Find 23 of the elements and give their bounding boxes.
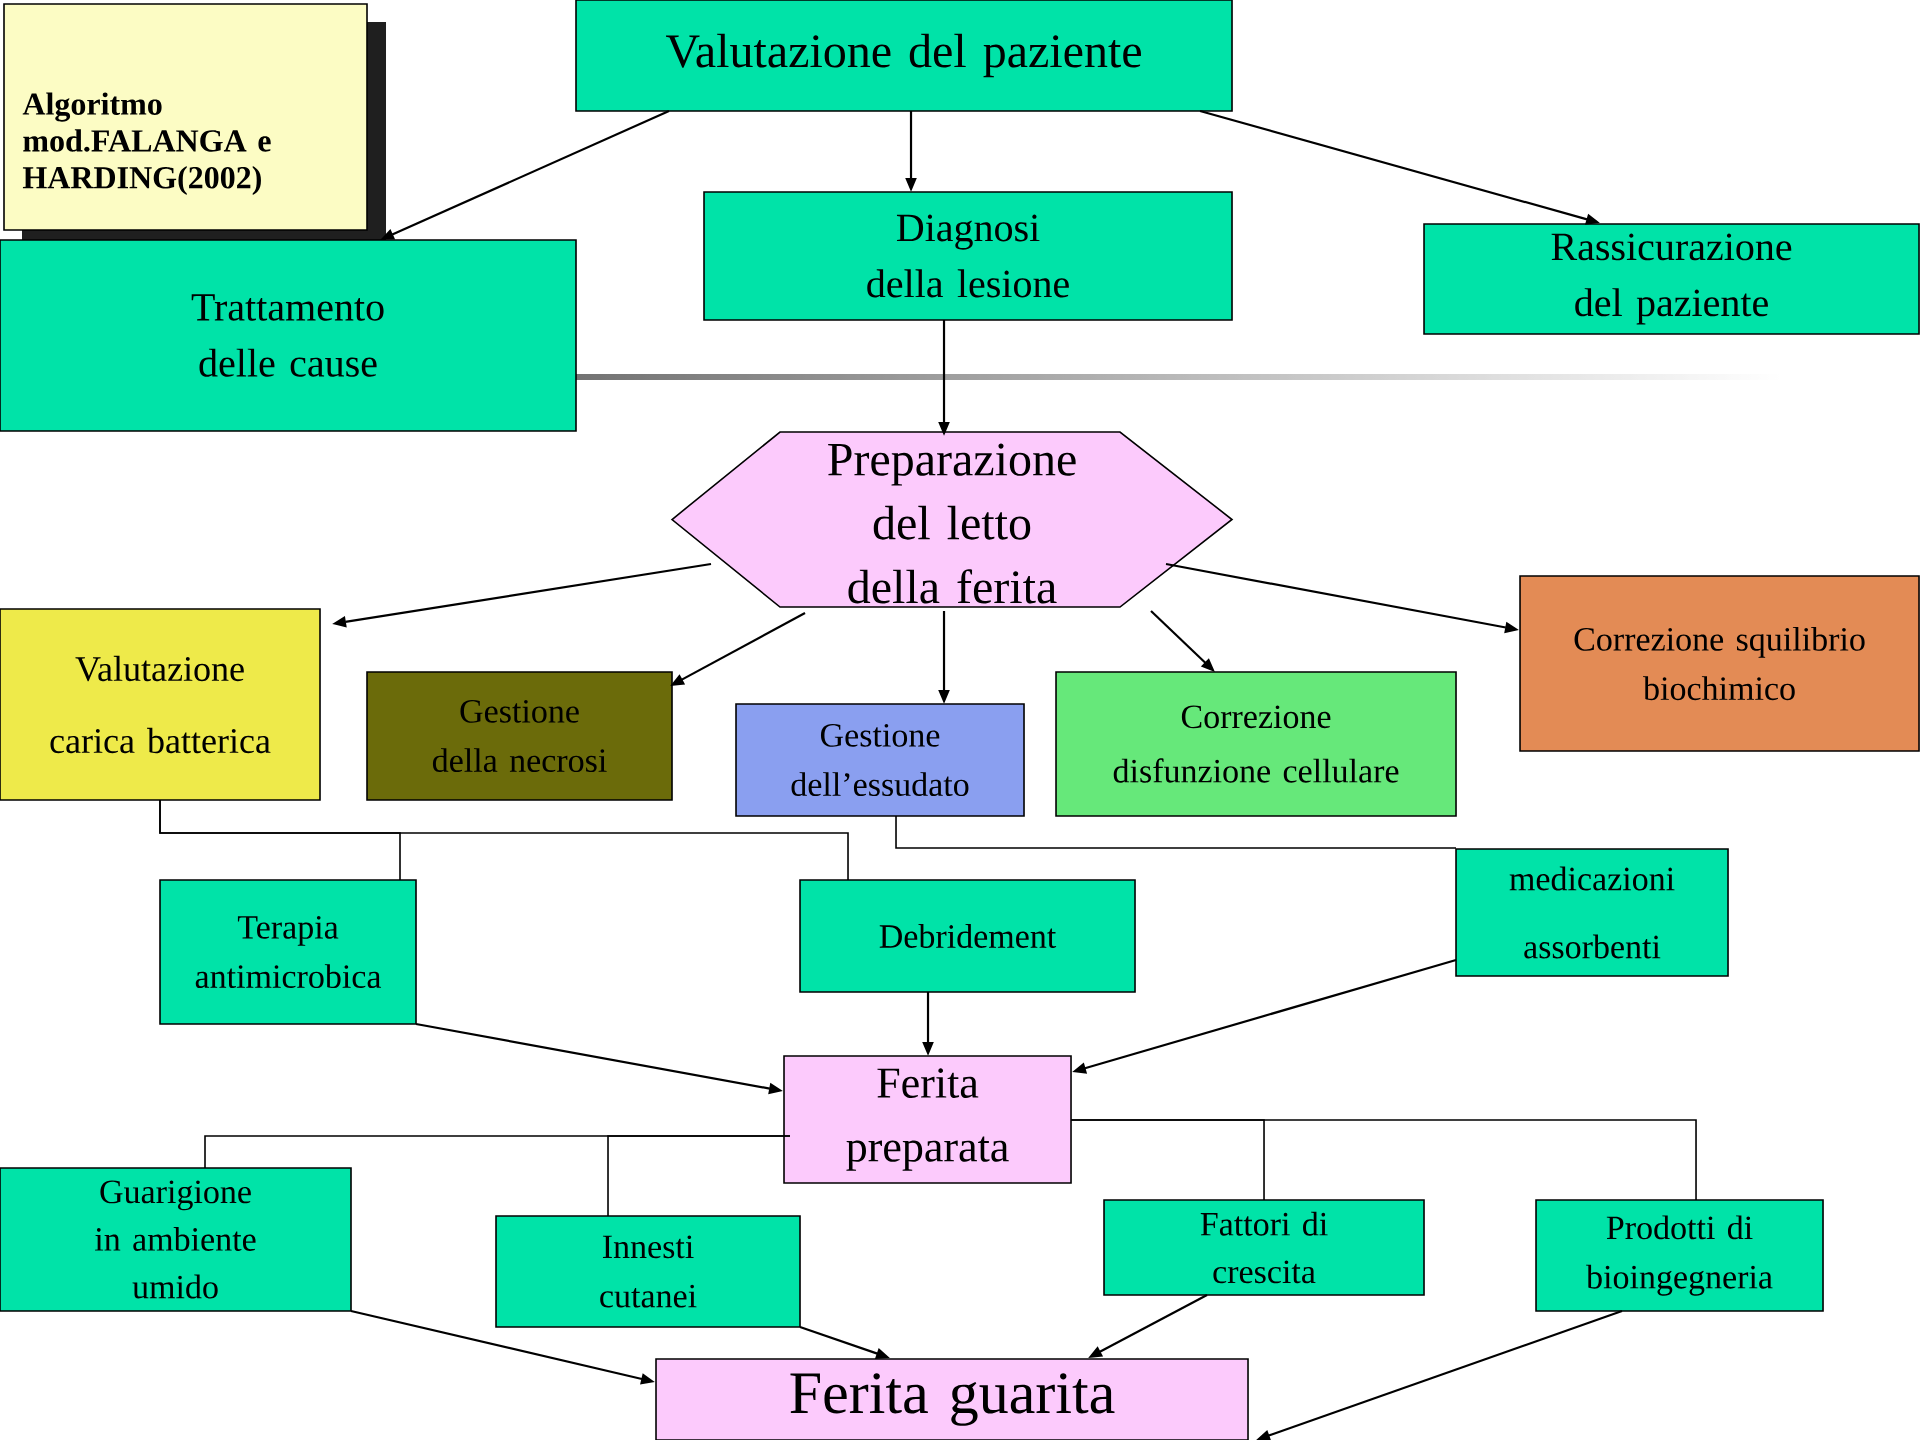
- process-box: Valutazione carica batterica: [0, 608, 321, 801]
- process-box: Valutazione del paziente: [575, 0, 1233, 112]
- note-box: Algoritmo mod.FALANGA e HARDING(2002): [3, 3, 386, 249]
- process-box: Innesti cutanei: [495, 1215, 801, 1328]
- process-box: Fattori di crescita: [1103, 1199, 1425, 1296]
- connector-line: [607, 1135, 791, 1217]
- process-box: medicazioni assorbenti: [1455, 848, 1729, 977]
- process-box: Gestione dell’essudato: [735, 703, 1025, 817]
- process-box: Ferita guarita: [655, 1358, 1249, 1440]
- process-box: Diagnosi della lesione: [703, 191, 1233, 321]
- process-box: Rassicurazione del paziente: [1423, 223, 1920, 335]
- connector-line: [895, 815, 1457, 849]
- process-box: Debridement: [799, 879, 1136, 993]
- process-box: Terapia antimicrobica: [159, 879, 417, 1025]
- connector-line: [1070, 1119, 1697, 1201]
- process-box: Trattamento delle cause: [0, 239, 577, 432]
- process-box: Correzione squilibrio biochimico: [1519, 575, 1920, 752]
- process-box: Guarigione in ambiente umido: [0, 1167, 352, 1312]
- process-box: Correzione disfunzione cellulare: [1055, 671, 1457, 817]
- process-box: Gestione della necrosi: [366, 671, 673, 801]
- process-box: Ferita preparata: [783, 1055, 1072, 1184]
- process-box: Prodotti di bioingegneria: [1535, 1199, 1824, 1312]
- connector-line: [159, 799, 849, 881]
